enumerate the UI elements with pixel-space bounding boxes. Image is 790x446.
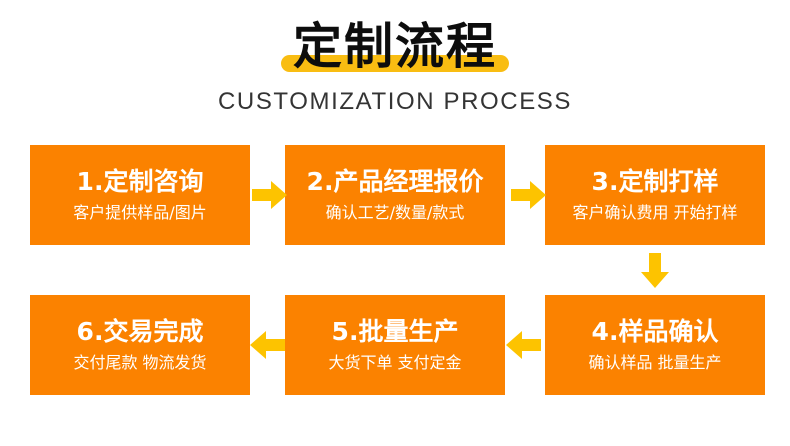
step-title: 2.产品经理报价 [306,166,484,196]
process-flow: 1.定制咨询 客户提供样品/图片 2.产品经理报价 确认工艺/数量/款式 3.定… [0,130,790,446]
page-title: 定制流程 [0,18,790,84]
process-step-3: 3.定制打样 客户确认费用 开始打样 [545,145,765,245]
title-inner: 定制流程 [279,18,511,76]
title-underline-bar [280,55,509,72]
page-title-text: 定制流程 [292,18,497,75]
step-title: 6.交易完成 [76,316,204,346]
step-description: 确认工艺/数量/款式 [325,202,465,222]
process-step-6: 6.交易完成 交付尾款 物流发货 [30,295,250,395]
page-subtitle: CUSTOMIZATION PROCESS [217,88,573,115]
arrow-down-icon-step3-step4 [640,253,670,289]
step-title: 4.样品确认 [591,316,719,346]
step-description: 客户确认费用 开始打样 [572,202,738,222]
process-step-4: 4.样品确认 确认样品 批量生产 [545,295,765,395]
process-step-1: 1.定制咨询 客户提供样品/图片 [30,145,250,245]
arrow-left-icon-step4-step5 [505,330,541,360]
step-title: 3.定制打样 [591,166,719,196]
step-description: 交付尾款 物流发货 [73,352,207,372]
arrow-right-icon-step2-step3 [511,180,547,210]
step-description: 确认样品 批量生产 [588,352,722,372]
step-description: 大货下单 支付定金 [328,352,462,372]
process-step-5: 5.批量生产 大货下单 支付定金 [285,295,505,395]
arrow-right-icon-step1-step2 [252,180,288,210]
page-header: 定制流程 CUSTOMIZATION PROCESS [0,0,790,130]
arrow-left-icon-step5-step6 [249,330,285,360]
step-description: 客户提供样品/图片 [73,202,207,222]
step-title: 1.定制咨询 [76,166,204,196]
step-title: 5.批量生产 [331,316,459,346]
process-step-2: 2.产品经理报价 确认工艺/数量/款式 [285,145,505,245]
